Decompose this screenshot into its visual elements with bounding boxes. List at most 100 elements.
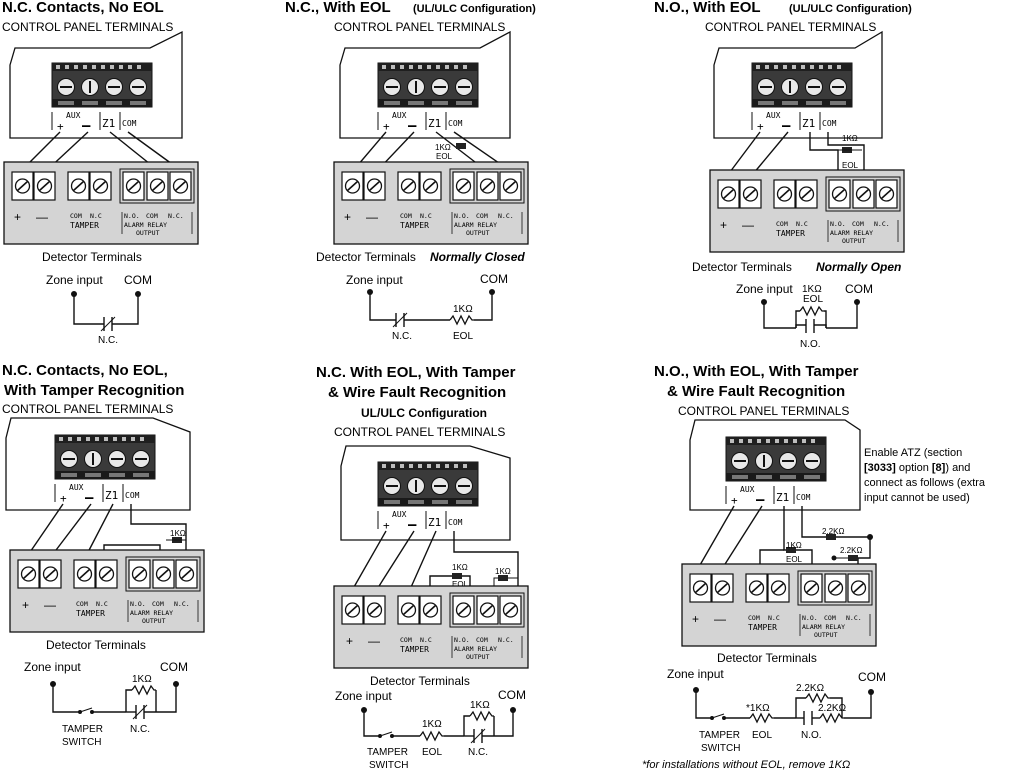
schem-res-tag: EOL: [422, 747, 442, 758]
panel-title: N.O., With EOL: [654, 0, 761, 16]
det-nc2-label: N.C.: [498, 212, 514, 220]
det-nc2-label: N.C.: [874, 220, 890, 228]
schem-res2-label: 2.2KΩ: [796, 683, 825, 694]
plus-terminal-label: +: [57, 120, 64, 133]
detector-terminals-label: Detector Terminals: [692, 260, 792, 274]
det-relay1-label: ALARM RELAY: [124, 221, 167, 229]
eol-tag-label: EOL: [436, 152, 453, 161]
panel-nc-no-eol: N.C. Contacts, No EOL CONTROL PANEL TERM…: [2, 0, 198, 346]
plus-terminal-label: +: [60, 492, 67, 505]
schem-zone-label: Zone input: [46, 273, 103, 287]
det-com-label: COM: [70, 212, 82, 220]
eol-value-label: 1KΩ: [786, 541, 802, 550]
detector-terminal-panel: [710, 170, 904, 252]
detector-terminal-panel: [334, 162, 528, 244]
panel-subtitle: CONTROL PANEL TERMINALS: [334, 20, 505, 34]
det-nc-label: N.C: [90, 212, 102, 220]
det-com2-label: COM: [852, 220, 864, 228]
panel-title-small: (UL/ULC Configuration): [789, 3, 912, 15]
detector-terminals-label: Detector Terminals: [316, 250, 416, 264]
schem-contact-label: N.C.: [130, 724, 150, 735]
det-com2-label: COM: [152, 600, 164, 608]
det-minus-label: —: [368, 634, 380, 648]
det-nc2-label: N.C.: [168, 212, 184, 220]
detector-terminal-panel: [4, 162, 198, 244]
schem-zone-label: Zone input: [335, 689, 392, 703]
minus-terminal-label: –: [408, 517, 417, 533]
det-com2-label: COM: [824, 614, 836, 622]
schem-res-tag: EOL: [453, 331, 473, 342]
det-com-label: COM: [400, 636, 412, 644]
footnote: *for installations without EOL, remove 1…: [642, 759, 850, 771]
panel-no-eol-tamper-wirefault: N.O., With EOL, With Tamper & Wire Fault…: [642, 363, 986, 771]
note-line-1: Enable ATZ (section: [864, 447, 962, 459]
schem-com-label: COM: [480, 272, 508, 286]
minus-terminal-label: –: [782, 118, 791, 134]
schem-com-label: COM: [498, 688, 526, 702]
det-nc-label: N.C: [420, 212, 432, 220]
det-plus-label: +: [692, 612, 699, 626]
aux-label: AUX: [66, 111, 81, 120]
schematic-no-with-eol: Zone input COM 1KΩ EOL N.O.: [736, 282, 873, 350]
panel-title: N.C. With EOL, With Tamper: [316, 364, 516, 381]
schem-contact-label: N.O.: [801, 730, 822, 741]
det-minus-label: —: [36, 210, 48, 224]
panel-nc-no-eol-tamper: N.C. Contacts, No EOL, With Tamper Recog…: [2, 362, 204, 748]
schem-switch-label: SWITCH: [369, 760, 408, 771]
detector-terminal-panel: [682, 564, 876, 646]
aux-label: AUX: [766, 111, 781, 120]
schem-tamper-label: TAMPER: [367, 747, 408, 758]
det-relay1-label: ALARM RELAY: [802, 623, 845, 631]
note-line-3: connect as follows (extra: [864, 477, 986, 489]
note-line-2: [3033] option [8]) and: [864, 462, 970, 474]
schematic-nc-no-eol: Zone input COM N.C.: [46, 273, 152, 346]
schem-tamper-label: TAMPER: [62, 724, 103, 735]
schem-res-label: *1KΩ: [746, 703, 770, 714]
det-relay2-label: OUTPUT: [842, 237, 866, 245]
detector-terminals-label: Detector Terminals: [370, 674, 470, 688]
minus-terminal-label: –: [408, 118, 417, 134]
panel-title: N.O., With EOL, With Tamper: [654, 363, 859, 380]
schem-contact-label: N.C.: [468, 747, 488, 758]
det-minus-label: —: [44, 598, 56, 612]
panel-title: N.C., With EOL: [285, 0, 391, 16]
schem-zone-label: Zone input: [736, 282, 793, 296]
det-relay1-label: ALARM RELAY: [454, 221, 497, 229]
schematic-nc-eol-tamper: Zone input COM 1KΩ EOL 1KΩ N.C. TAMPER: [335, 688, 526, 771]
eol2-value-label: 2.2KΩ: [822, 527, 844, 536]
det-plus-label: +: [22, 598, 29, 612]
schem-com-label: COM: [858, 670, 886, 684]
det-plus-label: +: [346, 634, 353, 648]
schem-res-label: 1KΩ: [802, 284, 822, 295]
det-relay2-label: OUTPUT: [466, 653, 490, 661]
det-nc2-label: N.C.: [174, 600, 190, 608]
panel-subtitle: CONTROL PANEL TERMINALS: [2, 20, 173, 34]
schematic-nc-with-eol: Zone input COM N.C. 1KΩ EOL: [346, 272, 508, 342]
det-com-label: COM: [748, 614, 760, 622]
minus-terminal-label: –: [85, 490, 94, 506]
schem-res-tag: EOL: [752, 730, 772, 741]
aux-label: AUX: [392, 111, 407, 120]
plus-terminal-label: +: [383, 519, 390, 532]
detector-terminals-label: Detector Terminals: [46, 638, 146, 652]
control-panel-terminal-block: [54, 434, 156, 480]
z1-terminal-label: Z1: [105, 489, 118, 502]
panel-nc-with-eol: N.C., With EOL (UL/ULC Configuration) CO…: [285, 0, 536, 342]
schem-contact-label: N.C.: [98, 335, 118, 346]
det-com2-label: COM: [476, 212, 488, 220]
schem-com-label: COM: [124, 273, 152, 287]
det-nc-label: N.C: [796, 220, 808, 228]
det-relay2-label: OUTPUT: [142, 617, 166, 625]
eol-resistor-3: [848, 555, 858, 561]
schem-res2-label: 1KΩ: [470, 700, 490, 711]
det-relay2-label: OUTPUT: [136, 229, 160, 237]
det-com-label: COM: [776, 220, 788, 228]
eol-value-label: 1KΩ: [435, 143, 451, 152]
schem-res-label: 1KΩ: [422, 719, 442, 730]
det-relay1-label: ALARM RELAY: [454, 645, 497, 653]
det-com-label: COM: [400, 212, 412, 220]
schem-com-label: COM: [160, 660, 188, 674]
minus-terminal-label: –: [82, 118, 91, 134]
plus-terminal-label: +: [383, 120, 390, 133]
